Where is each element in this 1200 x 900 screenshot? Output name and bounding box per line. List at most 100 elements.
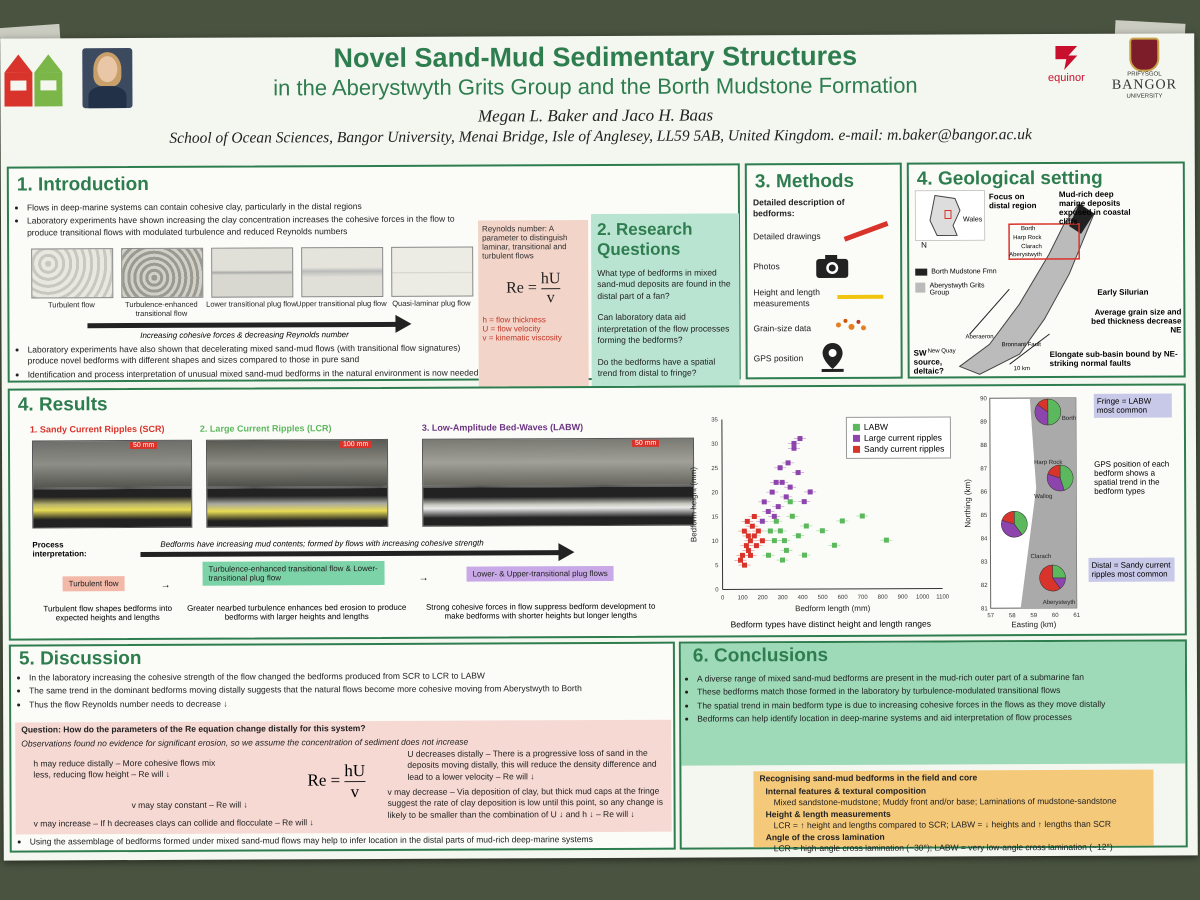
arrow-right-icon: → — [160, 579, 171, 591]
enhanced-flow-image — [121, 247, 204, 299]
discussion-final: Using the assemblage of bedforms formed … — [18, 834, 668, 850]
data-point — [755, 528, 761, 534]
x-axis-label: Easting (km) — [1011, 620, 1056, 629]
map-place-label: Aberystwyth — [1043, 600, 1076, 606]
equinor-logo: equinor — [1038, 46, 1094, 84]
bangor-crest-icon — [1129, 37, 1160, 72]
poster-title: Novel Sand-Mud Sedimentary Structures — [333, 40, 858, 74]
map-pin-icon — [821, 342, 844, 373]
x-tick-label: 600 — [838, 595, 849, 601]
interpretation: Turbulent flow shapes bedforms into expe… — [43, 603, 173, 623]
data-point — [769, 489, 775, 495]
eq-num: hU — [344, 761, 366, 783]
data-point — [765, 509, 771, 515]
method-item: Detailed drawings — [753, 231, 821, 242]
recognising-item-text: Mixed sandstone-mudstone; Muddy front an… — [773, 796, 1117, 808]
y-tick-label: 90 — [980, 396, 987, 402]
y-tick-label: 82 — [981, 583, 988, 589]
interpretation: Strong cohesive forces in flow suppress … — [425, 601, 656, 621]
flow-tag-turbulent: Turbulent flow — [62, 576, 125, 592]
data-point — [781, 538, 787, 544]
flow-caption: Turbulence-enhanced transitional flow — [124, 299, 198, 319]
data-point — [759, 518, 765, 524]
data-point — [761, 499, 767, 505]
y-tick-label: 86 — [981, 490, 988, 496]
legend-aberystwyth: Aberystwyth Grits Group — [915, 282, 995, 297]
poster: Novel Sand-Mud Sedimentary Structures in… — [0, 33, 1198, 861]
data-point — [753, 543, 759, 549]
pie-slice — [1047, 398, 1062, 426]
data-point — [777, 528, 783, 534]
discussion-bullet: Thus the flow Reynolds number needs to d… — [29, 697, 667, 711]
map-place: Borth — [1021, 226, 1036, 233]
result-label-labw: 3. Low-Amplitude Bed-Waves (LABW) — [421, 422, 584, 433]
introduction-heading: 1. Introduction — [16, 173, 149, 196]
affiliation: School of Ocean Sciences, Bangor Univers… — [169, 126, 1032, 147]
legend-row: Sandy current ripples — [852, 443, 945, 454]
scr-photo — [31, 439, 193, 489]
map-place-label: Clarach — [1030, 554, 1051, 560]
data-point — [883, 537, 889, 543]
legend-label: Sandy current ripples — [863, 443, 945, 454]
y-tick-label: 89 — [980, 420, 987, 426]
flow-tag-plug: Lower- & Upper-transitional plug flows — [466, 565, 614, 582]
x-tick-label: 59 — [1030, 613, 1037, 619]
x-tick-label: 1100 — [936, 594, 950, 600]
map-place: Clarach — [1021, 244, 1042, 251]
scale-label: 50 mm — [631, 439, 660, 447]
reynolds-def: U = flow velocity — [482, 324, 541, 334]
data-point — [787, 484, 793, 490]
legend-borth-label: Borth Mudstone Fmn — [931, 268, 997, 276]
y-tick-label: 20 — [712, 490, 719, 496]
result-label-lcr: 2. Large Current Ripples (LCR) — [199, 423, 332, 434]
research-heading: 2. Research Questions — [597, 219, 693, 260]
upper-transitional-image — [301, 246, 384, 298]
x-tick-label: 60 — [1052, 613, 1059, 619]
mud-arrow-head-icon — [558, 543, 575, 562]
data-point — [785, 460, 791, 466]
reynolds-equation: Re = hU v — [482, 270, 584, 307]
data-point — [743, 543, 749, 549]
x-tick-label: 700 — [858, 595, 869, 601]
cohesive-arrow — [87, 321, 398, 329]
poster-subtitle: in the Aberystwyth Grits Group and the B… — [273, 72, 918, 101]
data-point — [797, 436, 803, 442]
pie-slice — [1039, 564, 1061, 592]
intro-bullets-bottom: Laboratory experiments have also shown t… — [16, 343, 481, 383]
conclusions-panel: 6. Conclusions A diverse range of mixed … — [678, 639, 1188, 854]
y-tick-label: 81 — [981, 606, 988, 612]
data-point — [747, 538, 753, 544]
turbulent-flow-image — [31, 248, 114, 299]
methods-panel: 3. Methods Detailed description of bedfo… — [744, 162, 903, 380]
pie-slice — [1059, 464, 1074, 491]
fringe-note: Fringe = LABW most common — [1093, 393, 1172, 418]
data-point — [773, 518, 779, 524]
y-tick-label: 88 — [980, 443, 987, 449]
data-point — [773, 479, 779, 485]
data-point — [859, 513, 865, 519]
scale-bar: 10 km — [1013, 366, 1031, 373]
data-point — [745, 533, 751, 539]
data-point — [741, 528, 747, 534]
data-point — [771, 538, 777, 544]
discussion-bullets: In the laboratory increasing the cohesiv… — [17, 670, 667, 713]
equinor-mark-icon — [1055, 46, 1077, 70]
method-item: GPS position — [753, 353, 804, 364]
h-note: h may reduce distally – More cohesive fl… — [33, 757, 216, 780]
y-tick-label: 85 — [981, 513, 988, 519]
legend-row: Large current ripples — [852, 432, 944, 443]
data-point — [795, 470, 801, 476]
conclusions-heading: 6. Conclusions — [692, 645, 829, 667]
labw-drawing — [422, 485, 695, 527]
map-place-label: Wallog — [1034, 494, 1052, 500]
y-tick-label: 10 — [712, 539, 719, 545]
x-tick-label: 0 — [721, 595, 725, 601]
x-tick-label: 200 — [758, 595, 769, 601]
scr-drawing — [32, 487, 193, 529]
conclusion-bullets: A diverse range of mixed sand-mud bedfor… — [685, 671, 1175, 727]
research-question: Do the bedforms have a spatial trend fro… — [597, 356, 716, 379]
data-point — [807, 489, 813, 495]
data-point — [737, 557, 744, 563]
distal-note: Distal = Sandy current ripples most comm… — [1088, 557, 1175, 582]
bangor-logo: PRIFYSGOL BANGOR UNIVERSITY — [1104, 37, 1184, 100]
